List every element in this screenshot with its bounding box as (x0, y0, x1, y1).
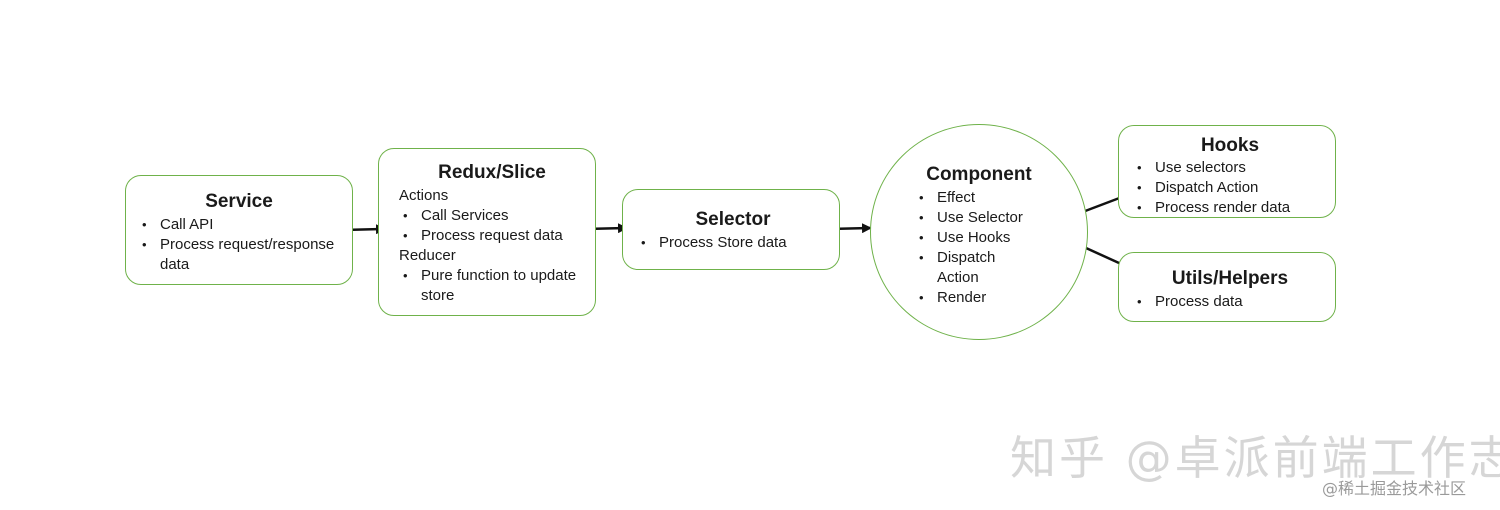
component-title: Component (926, 164, 1032, 185)
utils-helpers-title: Utils/Helpers (1171, 268, 1289, 289)
list-item: Render (915, 288, 1045, 308)
hooks-list: Use selectors Dispatch Action Process re… (1133, 158, 1327, 218)
list-item: Dispatch Action (1133, 178, 1327, 198)
redux-slice-node: Redux/Slice Actions Call Services Proces… (378, 148, 596, 316)
utils-helpers-node: Utils/Helpers Process data (1118, 252, 1336, 322)
selector-list: Process Store data (637, 233, 829, 253)
service-node: Service Call API Process request/respons… (125, 175, 353, 285)
list-item: Process request data (399, 226, 585, 246)
list-item: Process data (1133, 292, 1327, 312)
list-item: Pure function to update store (399, 266, 585, 306)
redux-slice-title: Redux/Slice (438, 162, 546, 183)
actions-label: Actions (399, 187, 449, 204)
list-item: Use Hooks (915, 228, 1045, 248)
hooks-title: Hooks (1200, 135, 1260, 156)
list-item: Process request/response data (138, 235, 340, 275)
utils-helpers-list: Process data (1133, 292, 1327, 312)
actions-list: Call Services Process request data (399, 206, 585, 246)
list-item: Use selectors (1133, 158, 1327, 178)
list-item: Dispatch Action (915, 248, 1007, 288)
service-list: Call API Process request/response data (138, 215, 340, 275)
list-item: Effect (915, 188, 1045, 208)
component-node: Component Effect Use Selector Use Hooks … (870, 124, 1088, 340)
reducer-label: Reducer (399, 247, 456, 264)
selector-node: Selector Process Store data (622, 189, 840, 270)
list-item: Call Services (399, 206, 585, 226)
service-title: Service (205, 191, 273, 212)
list-item: Process render data (1133, 198, 1327, 218)
component-list: Effect Use Selector Use Hooks Dispatch A… (915, 188, 1045, 308)
reducer-list: Pure function to update store (399, 266, 585, 306)
list-item: Use Selector (915, 208, 1045, 228)
list-item: Process Store data (637, 233, 829, 253)
hooks-node: Hooks Use selectors Dispatch Action Proc… (1118, 125, 1336, 218)
list-item: Call API (138, 215, 340, 235)
selector-title: Selector (695, 209, 771, 230)
watermark-zhihu: 知乎 @卓派前端工作志 (1010, 431, 1500, 485)
watermark-juejin: @稀土掘金技术社区 (1322, 479, 1467, 498)
